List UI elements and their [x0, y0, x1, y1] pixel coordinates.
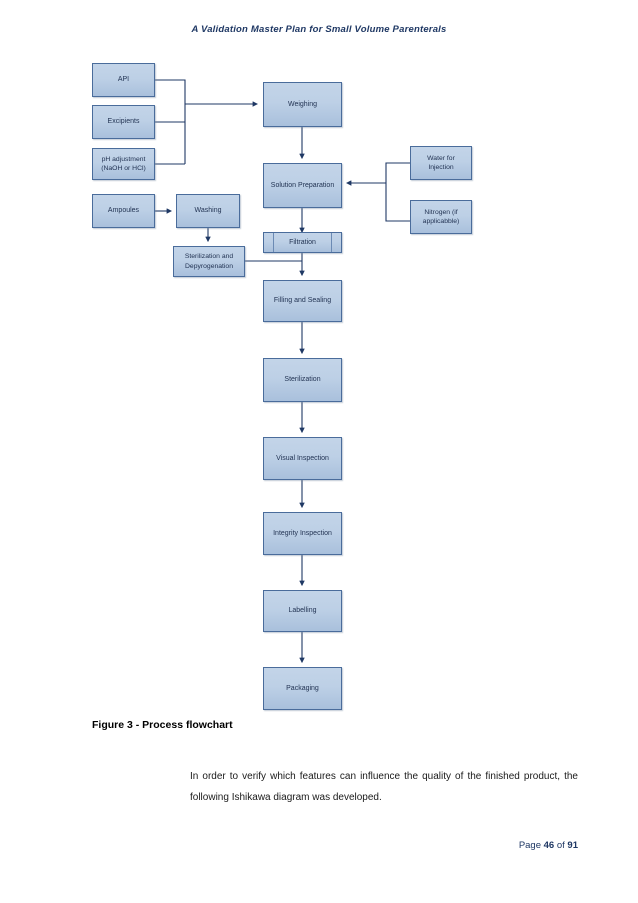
flow-node-integrity-inspection[interactable]: Integrity Inspection	[263, 512, 342, 555]
flow-node-packaging[interactable]: Packaging	[263, 667, 342, 710]
flow-node-solution-preparation[interactable]: Solution Preparation	[263, 163, 342, 208]
flow-node-nitrogen[interactable]: Nitrogen (if applicabble)	[410, 200, 472, 234]
footer-page-number: 46	[543, 840, 555, 851]
flowchart-connectors	[155, 79, 410, 664]
page-footer: Page 46 of 91	[0, 840, 578, 851]
flow-node-washing[interactable]: Washing	[176, 194, 240, 228]
flow-node-sterilization-and-depyrogenation[interactable]: Sterilization and Depyrogenation	[173, 246, 245, 277]
flow-node-ph-adjustment[interactable]: pH adjustment (NaOH or HCl)	[92, 148, 155, 180]
flow-node-visual-inspection[interactable]: Visual Inspection	[263, 437, 342, 480]
flow-node-filtration[interactable]: Filtration	[263, 232, 342, 253]
flow-node-labelling[interactable]: Labelling	[263, 590, 342, 632]
flow-node-weighing[interactable]: Weighing	[263, 82, 342, 127]
footer-page-prefix: Page	[518, 840, 544, 851]
footer-total-pages: 91	[567, 840, 578, 851]
flow-node-filling-and-sealing[interactable]: Filling and Sealing	[263, 280, 342, 322]
flow-node-sterilization[interactable]: Sterilization	[263, 358, 342, 402]
flow-node-api[interactable]: API	[92, 63, 155, 97]
figure-caption: Figure 3 - Process flowchart	[92, 719, 233, 731]
flow-node-excipients[interactable]: Excipients	[92, 105, 155, 139]
document-running-header: A Validation Master Plan for Small Volum…	[191, 24, 447, 35]
flow-node-water-for-injection[interactable]: Water for Injection	[410, 146, 472, 180]
body-paragraph: In order to verify which features can in…	[190, 771, 578, 803]
process-flowchart: API Excipients pH adjustment (NaOH or HC…	[92, 63, 472, 710]
footer-page-middle: of	[554, 840, 568, 851]
flow-node-ampoules[interactable]: Ampoules	[92, 194, 155, 228]
